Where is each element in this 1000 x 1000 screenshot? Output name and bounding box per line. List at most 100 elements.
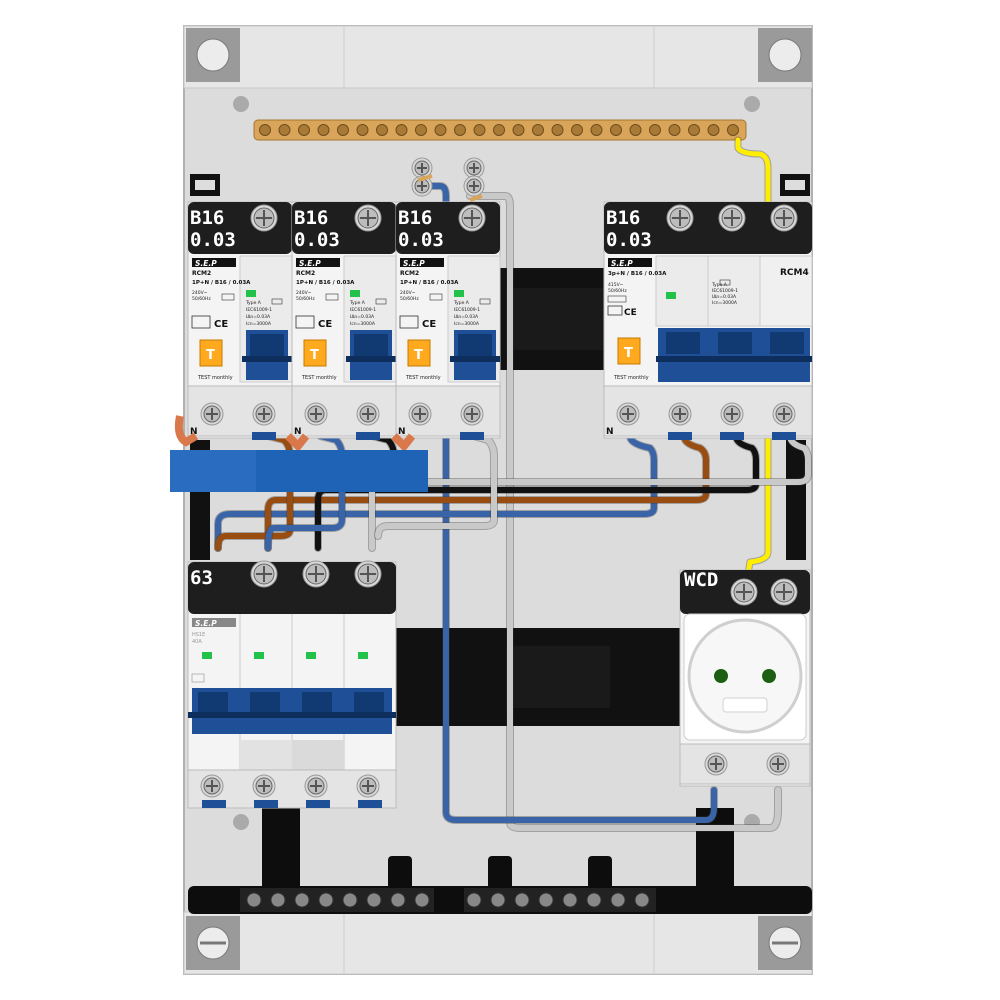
kema-mark [607,305,623,316]
test-button[interactable] [617,337,641,365]
breaker-sensitivity: 0.03 [294,229,340,251]
model-label: RCM2 [296,270,315,277]
neutral-terminal [246,892,262,908]
breaker-top-screw [458,204,486,232]
neutral-terminal [390,892,406,908]
neutral-terminal-label: N [294,427,302,437]
icn-label: Icn=3000A [712,300,738,306]
test-button-label: T [414,348,423,363]
breaker-rating: B16 [606,207,640,229]
supply-screw [411,175,433,197]
terminal-screw [356,774,380,798]
wire-yellow-earth [735,137,771,577]
brand-logo: S.E.P [611,259,633,268]
socket-pin-hole [714,669,728,683]
neutral-terminal-label: N [606,427,614,437]
neutral-terminal [466,892,482,908]
earth-terminal [571,124,583,136]
ce-mark: CE [214,319,228,330]
breaker-rating: B16 [294,207,328,229]
ce-mark: CE [624,308,637,318]
icn-label: Icn=3000A [350,321,376,327]
neutral-terminal [294,892,310,908]
supply-terminals [411,157,485,202]
earth-terminal [629,124,642,136]
earth-terminal [512,124,525,136]
comb-busbar [170,450,428,492]
terminal-screw [408,402,432,426]
breaker-sensitivity: 0.03 [190,229,236,251]
spec-label: 1P+N / B16 / 0.03A [400,280,459,286]
main-switch-rating: 63 [190,567,213,589]
copper-jumpers [174,415,416,452]
breaker-top-screw [718,204,746,232]
brand-logo: S.E.P [299,259,321,268]
model-label: HS1E [192,632,205,638]
icn-label: Icn=3000A [246,321,272,327]
supply-screw [463,157,485,179]
test-button-label: T [206,348,215,363]
earth-terminal [415,124,427,136]
neutral-terminal [538,892,554,908]
neutral-terminal [414,892,430,908]
breaker-top-screw [354,204,382,232]
voltage-label: 415V~ [608,282,624,288]
main-top-screw [302,560,330,588]
socket-outlet: WCD [679,569,811,787]
ce-mark: CE [318,319,332,330]
std-label: IEC61009-1 [350,307,376,313]
idn-label: IΔn=0.03A [712,294,737,300]
icn-label: Icn=3000A [454,321,480,327]
std-label: IEC61009-1 [454,307,480,313]
voltage-label: 240V~ [296,290,312,296]
brand-logo: S.E.P [403,259,425,268]
current-label: 40A [192,639,202,645]
spec-label: 3p+N / B16 / 0.03A [608,271,667,277]
test-label: TEST monthly [613,375,649,381]
earth-terminal [493,124,505,136]
status-led [246,290,256,297]
terminal-screw [304,774,328,798]
idn-label: IΔn=0.03A [454,314,479,320]
breaker-rating: B16 [190,207,224,229]
idn-label: IΔn=0.03A [246,314,271,320]
test-label: TEST monthly [197,375,233,381]
neutral-terminal [342,892,358,908]
supply-screw [411,157,433,179]
test-button[interactable] [303,339,327,367]
kema-mark [295,315,315,329]
socket-top-screw [730,578,758,606]
neutral-terminal [634,892,650,908]
neutral-terminal [318,892,334,908]
test-button[interactable] [199,339,223,367]
freq-label: 50/60Hz [296,296,315,302]
wire-grey-loop-4 [375,433,497,539]
voltage-label: 240V~ [192,290,208,296]
earth-terminal [356,124,369,136]
earth-terminal [590,124,603,136]
earth-terminal [337,124,349,136]
status-led [666,292,676,299]
idn-label: IΔn=0.03A [350,314,375,320]
socket-face[interactable] [687,618,803,734]
freq-label: 50/60Hz [400,296,419,302]
model-label: RCM2 [400,270,419,277]
wire-blue-socket [422,183,717,823]
breaker-sensitivity: 0.03 [606,229,652,251]
test-button[interactable] [407,339,431,367]
earth-terminal [317,124,330,136]
earth-terminal [259,124,271,136]
corner-screw-bottom-right [758,916,812,970]
model-label: RCM2 [192,270,211,277]
neutral-busbar [188,808,812,914]
breaker-top-screw [250,204,278,232]
wire-blue-rcm4 [215,433,657,551]
earth-terminal [532,124,544,136]
corner-screw-top-left [186,28,240,82]
din-rail-right-top [786,440,806,560]
corner-screw-bottom-left [186,916,240,970]
terminal-screw [252,774,276,798]
